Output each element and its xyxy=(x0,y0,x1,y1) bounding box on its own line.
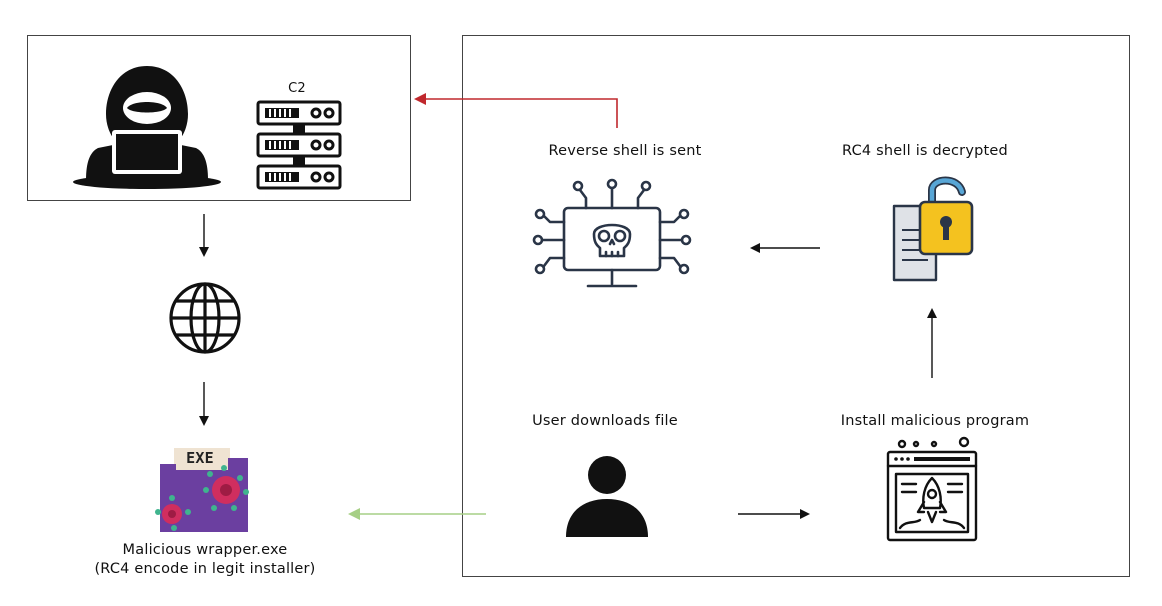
victim-panel xyxy=(462,35,1130,577)
decrypt-label: RC4 shell is decrypted xyxy=(842,143,1008,159)
payload-description-label: (RC4 encode in legit installer) xyxy=(94,561,316,577)
download-label: User downloads file xyxy=(532,413,678,429)
installer-rocket-icon xyxy=(886,436,978,542)
c2-server-icon xyxy=(256,100,342,190)
reverse-shell-label: Reverse shell is sent xyxy=(548,143,702,159)
c2-label: C2 xyxy=(288,81,306,96)
install-label: Install malicious program xyxy=(840,413,1030,429)
internet-globe-icon xyxy=(169,282,241,354)
reverse-shell-return-arrow xyxy=(414,93,618,128)
malicious-exe-icon xyxy=(155,448,249,532)
exe-tag: EXE xyxy=(186,449,214,467)
unlocked-file-icon xyxy=(892,176,974,282)
skull-monitor-icon xyxy=(532,178,692,288)
payload-name-label: Malicious wrapper.exe xyxy=(122,542,288,558)
hacker-icon xyxy=(73,66,221,189)
user-icon xyxy=(566,456,648,537)
